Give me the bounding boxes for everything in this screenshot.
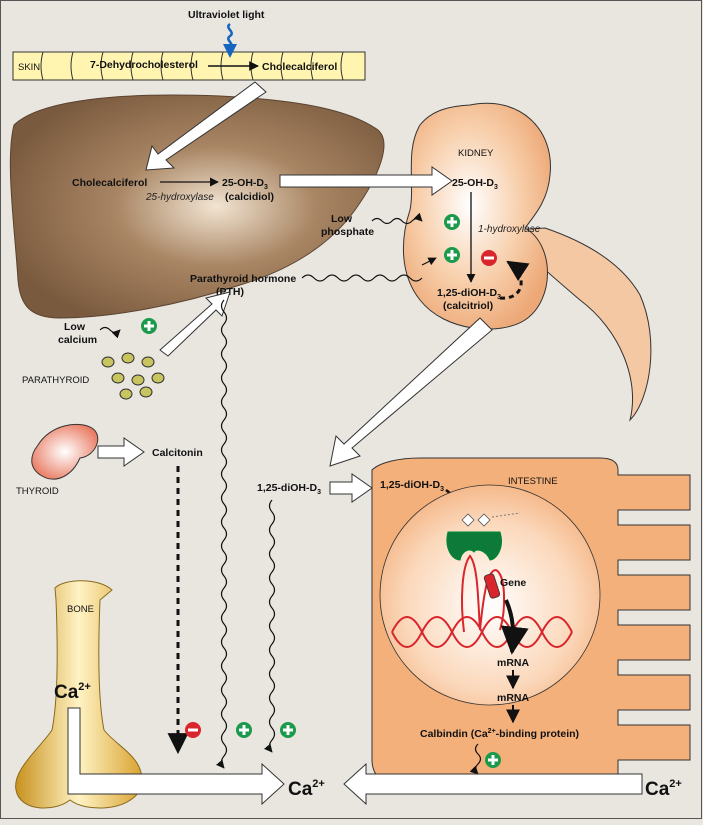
- dna-loop: [461, 554, 506, 633]
- pth-to-calcium-wave: [215, 299, 228, 769]
- transcription-arrow: [500, 599, 529, 655]
- bone-title: BONE: [67, 604, 94, 615]
- calbindin-plus-badge: [485, 752, 501, 768]
- thyroid-to-calcitonin-arrow: [97, 437, 145, 467]
- ureter-illustration: [511, 227, 652, 422]
- intestine-title: INTESTINE: [508, 476, 558, 487]
- bone-to-calcium-arrow: [67, 707, 285, 806]
- calcitonin-minus-badge: [185, 722, 201, 738]
- mrna-label-2: mRNA: [497, 692, 530, 704]
- pth-plus-badge: [236, 722, 252, 738]
- calcium-plus-badge: [141, 318, 157, 334]
- low-phosphate-line1: Low: [331, 213, 353, 225]
- intestine-diohd3-label: 1,25-diOH-D3: [380, 479, 444, 493]
- center-calcium-label: Ca2+: [288, 778, 325, 800]
- liver-to-kidney-arrow: [279, 166, 453, 196]
- intestine-calcium-label: Ca2+: [645, 778, 682, 800]
- pth-to-kidney-wave: [301, 274, 423, 282]
- calcidiol-label: (calcidiol): [225, 191, 274, 203]
- uv-light-label: Ultraviolet light: [188, 9, 265, 21]
- feedback-inhibition-arrow: [499, 260, 530, 300]
- vitamin-d-receptor-icon: [446, 531, 502, 561]
- pth-to-kidney-arrowhead: [421, 257, 437, 266]
- kidney-25ohd3-label: 25-OH-D3: [452, 177, 498, 191]
- calbindin-label: Calbindin (Ca2+-binding protein): [420, 728, 579, 740]
- molecule-tail: [491, 512, 521, 518]
- bone-calcium-label: Ca2+: [54, 681, 91, 703]
- pth-label-line1: Parathyroid hormone: [190, 273, 296, 285]
- parathyroid-label: PARATHYROID: [22, 375, 89, 386]
- kidney-minus-badge: [481, 250, 497, 266]
- low-calcium-line2: calcium: [58, 334, 97, 346]
- calcitriol-to-calcium-wave: [263, 499, 276, 753]
- 1-hydroxylase-label: 1-hydroxylase: [478, 224, 541, 235]
- low-phosphate-line2: phosphate: [321, 226, 374, 238]
- calcitriol-molecule-icon: [461, 513, 491, 527]
- gene-segment: [483, 573, 501, 599]
- kidney-diohd3-label: 1,25-diOH-D3: [437, 287, 501, 301]
- phosphate-plus-badge: [444, 214, 460, 230]
- parathyroid-glands-illustration: [101, 352, 165, 400]
- dehydrocholesterol-label: 7-Dehydrocholesterol: [90, 59, 198, 71]
- bone-illustration: [15, 580, 143, 809]
- pth-kidney-plus-badge: [444, 247, 460, 263]
- intestine-to-calcium-arrow: [343, 762, 643, 806]
- skin-layer: SKIN 7-Dehydrocholesterol Cholecalcifero…: [12, 51, 366, 81]
- calcium-signal-arrow: [99, 326, 121, 339]
- liver-25ohd3-label: 25-OH-D3: [222, 177, 268, 191]
- calcitonin-label: Calcitonin: [152, 447, 203, 459]
- skin-to-liver-arrow: [145, 81, 267, 171]
- 25-hydroxylase-label: 25-hydroxylase: [145, 192, 214, 203]
- thyroid-label: THYROID: [16, 486, 59, 497]
- uv-arrowhead-icon: [223, 44, 237, 58]
- phosphate-signal-arrow: [371, 212, 423, 225]
- gene-label: Gene: [500, 577, 526, 589]
- low-calcium-line1: Low: [64, 321, 86, 333]
- calbindin-signal-wave: [469, 743, 482, 775]
- kidney-title: KIDNEY: [458, 148, 494, 159]
- skin-cholecalciferol-label: Cholecalciferol: [262, 61, 337, 73]
- thyroid-illustration: [31, 423, 99, 480]
- dna-strand-2: [391, 616, 573, 648]
- skin-label: SKIN: [18, 62, 40, 73]
- mrna-label-1: mRNA: [497, 657, 530, 669]
- calcitriol-plus-badge: [280, 722, 296, 738]
- parathyroid-to-pth-arrow: [159, 291, 231, 357]
- blood-to-intestine-arrow: [329, 473, 373, 503]
- calcitriol-label: (calcitriol): [443, 300, 493, 312]
- liver-cholecalciferol-label: Cholecalciferol: [72, 177, 147, 189]
- liver-illustration: [9, 94, 385, 319]
- blood-diohd3-label: 1,25-diOH-D3: [257, 482, 321, 496]
- kidney-to-intestine-arrow: [329, 317, 493, 467]
